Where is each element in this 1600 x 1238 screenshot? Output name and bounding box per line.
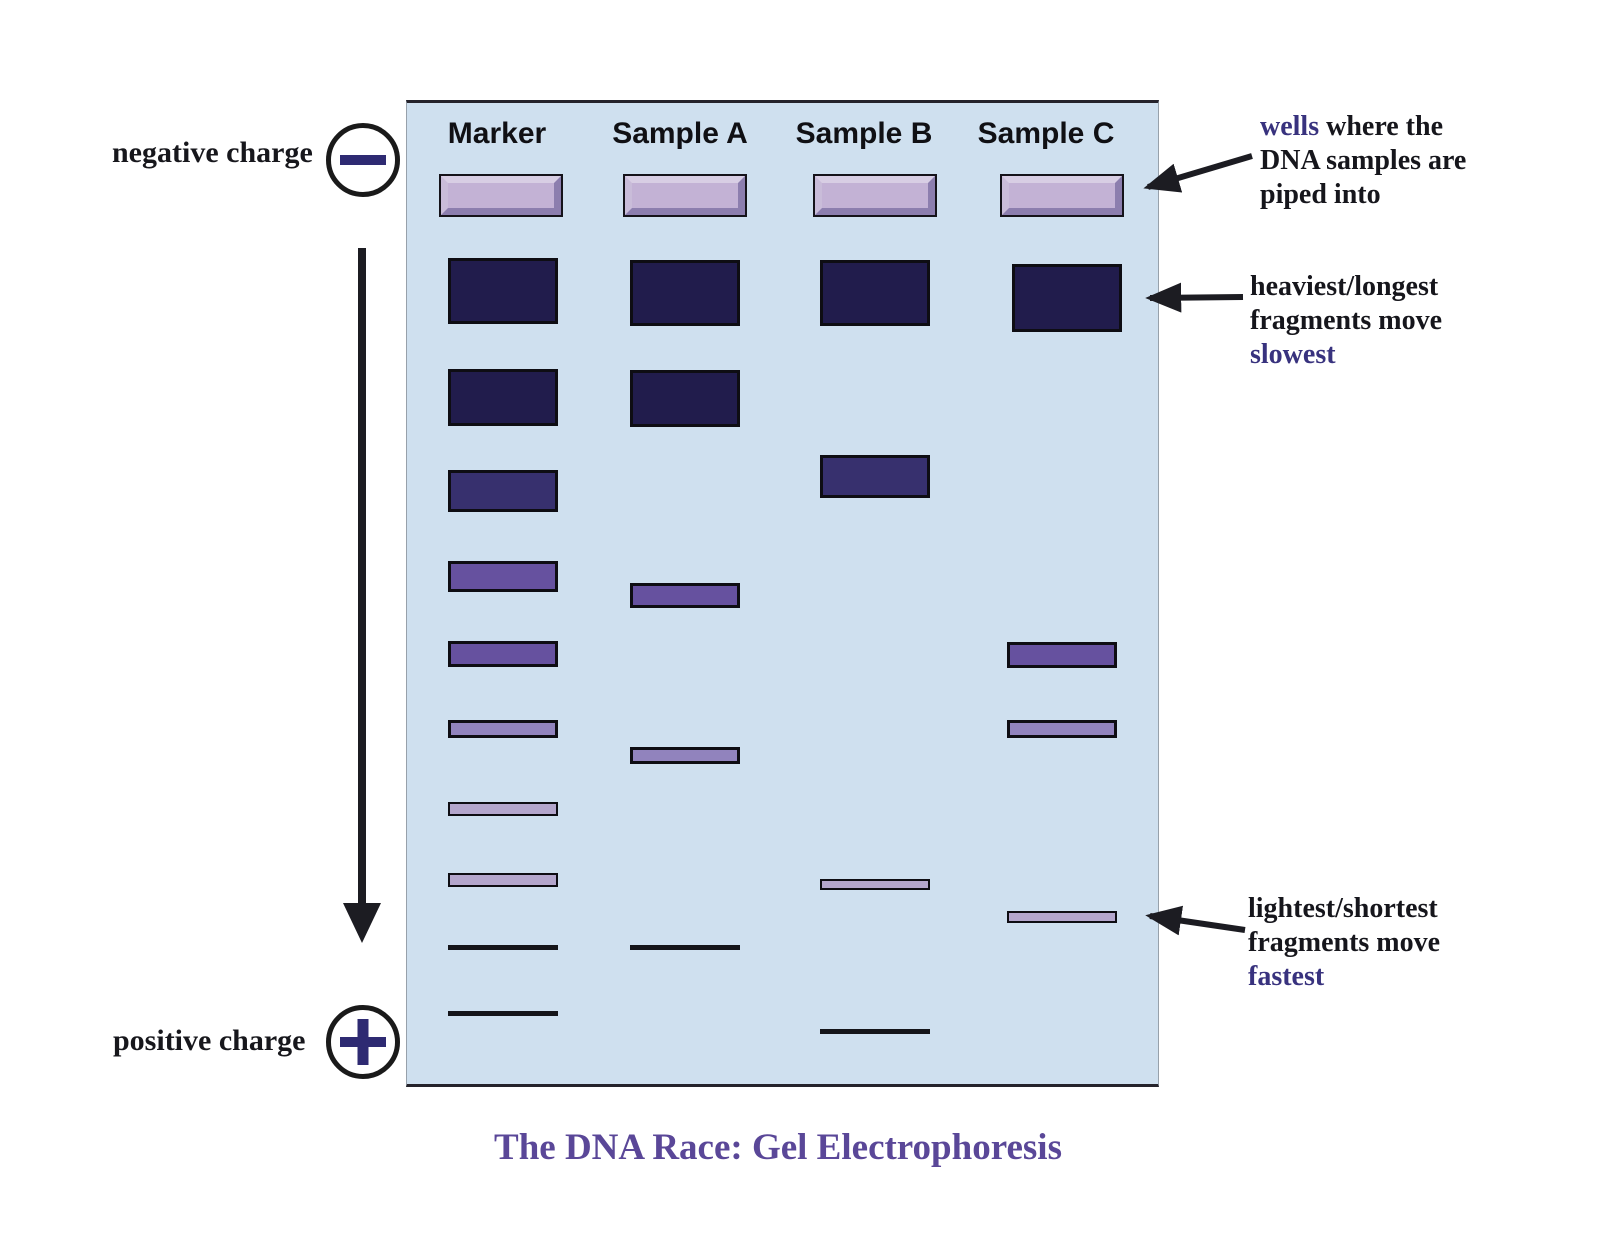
migration-direction-arrow [343,248,381,943]
lightest-arrow [1145,905,1246,936]
lane-label-marker: Marker [447,117,547,150]
band-marker-7 [448,802,558,816]
well-cavity [441,176,561,215]
band-sample-a-3 [630,583,740,608]
heaviest-arrow [1145,282,1244,313]
wells-note-line3: piped into [1260,179,1381,210]
wells-note: wells where the DNA samples are piped in… [1260,110,1466,212]
lightest-note-line1: lightest/shortest [1248,893,1438,924]
band-sample-b-4 [820,1029,930,1034]
lane-label-sample-a: Sample A [612,117,748,150]
band-marker-9 [448,945,558,950]
plus-icon [326,1005,400,1079]
band-sample-a-4 [630,747,740,764]
band-marker-3 [448,470,558,512]
band-sample-a-2 [630,370,740,427]
heaviest-note-accent: slowest [1250,339,1336,370]
band-sample-c-1 [1012,264,1122,332]
lightest-note-accent: fastest [1248,961,1325,992]
negative-charge-label: negative charge [112,136,313,169]
band-marker-6 [448,720,558,738]
well-sample-a [623,174,747,217]
lightest-note: lightest/shortest fragments move fastest [1248,892,1440,994]
well-sample-c [1000,174,1124,217]
wells-arrow [1143,153,1253,193]
band-sample-b-2 [820,455,930,498]
plus-bar-vertical [357,1019,369,1065]
well-marker [439,174,563,217]
band-sample-c-3 [1007,720,1117,738]
well-cavity [815,176,935,215]
band-sample-a-5 [630,945,740,950]
diagram-title: The DNA Race: Gel Electrophoresis [494,1127,1062,1168]
band-sample-a-1 [630,260,740,326]
wells-note-line2: DNA samples are [1260,145,1467,176]
lightest-note-line2: fragments move [1248,927,1441,958]
heaviest-note-line2: fragments move [1250,305,1443,336]
band-marker-5 [448,641,558,667]
positive-charge-label: positive charge [113,1024,306,1057]
minus-icon [326,123,400,197]
heaviest-note-line1: heaviest/longest [1250,271,1439,302]
heaviest-note: heaviest/longest fragments move slowest [1250,270,1442,372]
band-marker-1 [448,258,558,324]
wells-note-accent: wells [1260,111,1320,142]
band-marker-2 [448,369,558,426]
well-cavity [625,176,745,215]
band-marker-4 [448,561,558,592]
wells-note-line1: where the [1319,111,1444,142]
band-sample-b-3 [820,879,930,890]
well-sample-b [813,174,937,217]
minus-bar [340,155,386,165]
band-sample-c-4 [1007,911,1117,923]
lane-label-sample-c: Sample C [977,117,1115,150]
well-cavity [1002,176,1122,215]
band-sample-c-2 [1007,642,1117,668]
band-marker-10 [448,1011,558,1016]
gel-slab [406,100,1159,1087]
band-marker-8 [448,873,558,887]
lane-label-sample-b: Sample B [795,117,933,150]
band-sample-b-1 [820,260,930,326]
